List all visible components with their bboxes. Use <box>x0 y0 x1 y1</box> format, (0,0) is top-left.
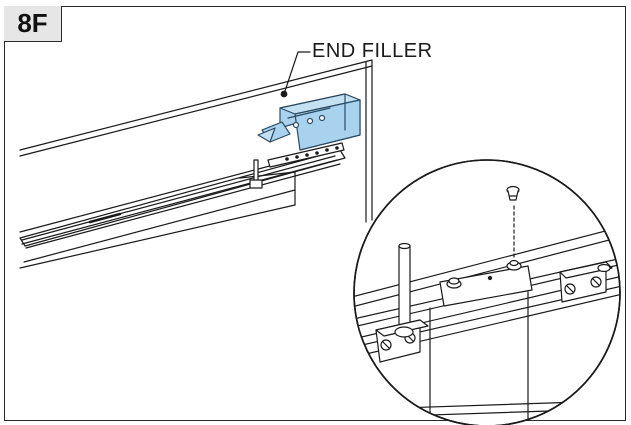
callout-leader <box>280 51 311 98</box>
end-filler-label: END FILLER <box>312 40 433 62</box>
step-number-badge: 8F <box>4 6 62 42</box>
detail-view <box>353 159 621 425</box>
track-rail <box>19 149 346 269</box>
end-filler-part <box>257 93 361 151</box>
mounting-bracket <box>267 142 345 168</box>
guide-pin <box>249 159 263 189</box>
wall-panel <box>19 59 373 223</box>
page-frame <box>4 6 626 421</box>
